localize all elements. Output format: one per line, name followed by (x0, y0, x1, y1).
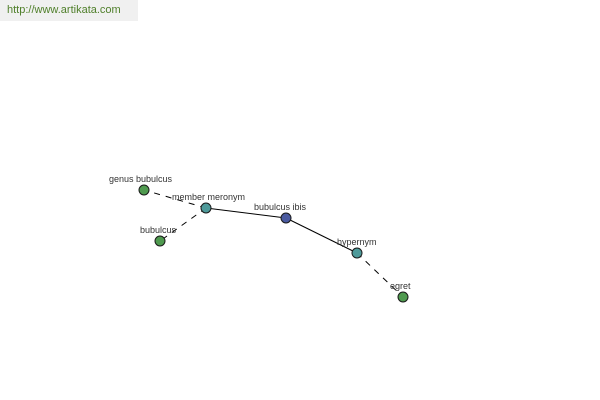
node-label-egret[interactable]: egret (390, 281, 411, 291)
edge-hypernym-to-egret (356, 252, 404, 298)
node-dot-bubulcus-ibis[interactable] (280, 212, 292, 224)
node-genus-bubulcus[interactable]: genus bubulcus (109, 174, 173, 196)
edge-member-meronym-to-genus-bubulcus (143, 189, 207, 209)
edge-bubulcus-ibis-to-member-meronym (205, 207, 287, 219)
site-url-link[interactable]: http://www.artikata.com (7, 4, 121, 16)
node-label-hypernym[interactable]: hypernym (337, 237, 377, 247)
node-label-bubulcus[interactable]: bubulcus (140, 225, 177, 235)
node-dot-genus-bubulcus[interactable] (138, 184, 150, 196)
node-label-bubulcus-ibis[interactable]: bubulcus ibis (254, 202, 307, 212)
node-dot-member-meronym[interactable] (200, 202, 212, 214)
edge-member-meronym-to-bubulcus (159, 207, 207, 242)
node-member-meronym[interactable]: member meronym (172, 192, 245, 214)
node-egret[interactable]: egret (390, 281, 411, 303)
edge-bubulcus-ibis-to-hypernym (285, 217, 358, 254)
node-dot-hypernym[interactable] (351, 247, 363, 259)
node-hypernym[interactable]: hypernym (337, 237, 377, 259)
node-dot-bubulcus[interactable] (154, 235, 166, 247)
node-label-genus-bubulcus[interactable]: genus bubulcus (109, 174, 173, 184)
node-bubulcus[interactable]: bubulcus (140, 225, 177, 247)
node-bubulcus-ibis[interactable]: bubulcus ibis (254, 202, 307, 224)
node-dot-egret[interactable] (397, 291, 409, 303)
url-banner: http://www.artikata.com (0, 0, 138, 21)
node-label-member-meronym[interactable]: member meronym (172, 192, 245, 202)
